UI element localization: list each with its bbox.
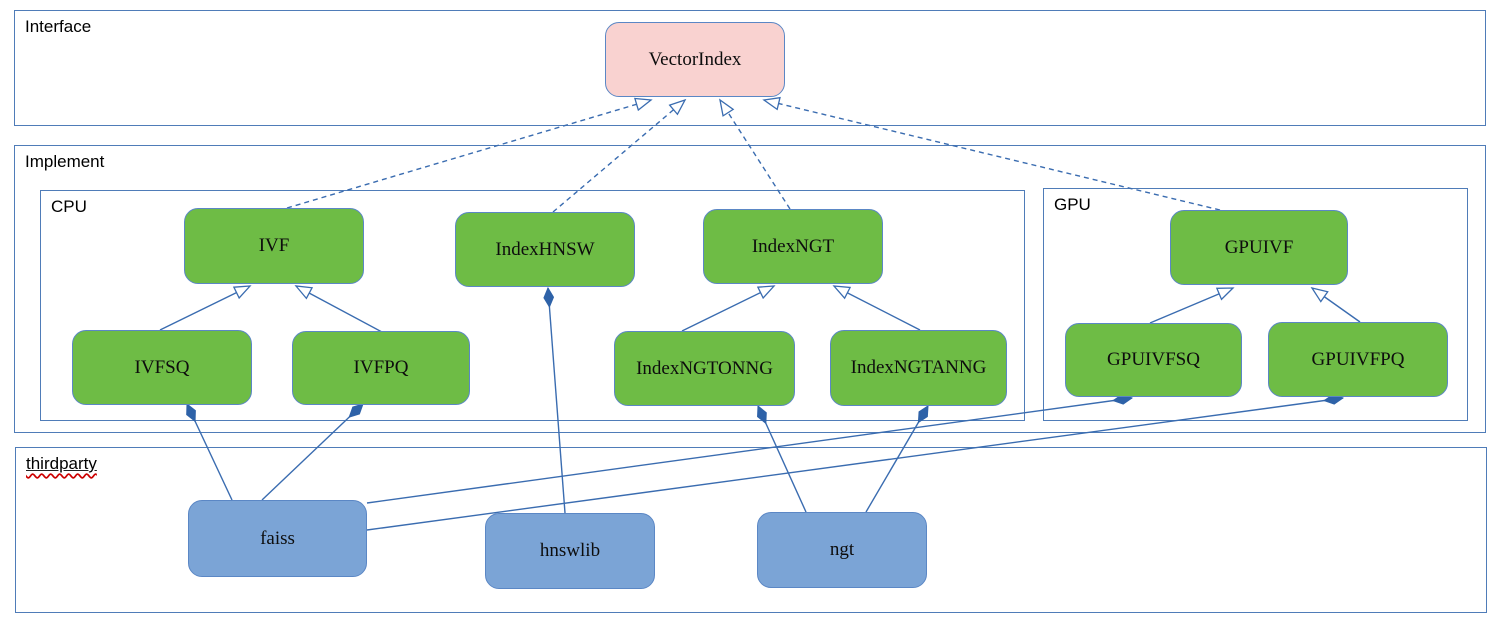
container-implement-label: Implement	[25, 152, 105, 171]
node-gpuivfsq[interactable]: GPUIVFSQ	[1065, 323, 1242, 397]
node-gpuivf-label: GPUIVF	[1224, 236, 1294, 258]
node-indexngt[interactable]: IndexNGT	[703, 209, 883, 284]
container-interface-label: Interface	[25, 17, 92, 36]
container-thirdparty-label: thirdparty	[26, 454, 97, 474]
node-ivfsq[interactable]: IVFSQ	[72, 330, 252, 405]
node-faiss[interactable]: faiss	[188, 500, 367, 577]
node-faiss-label: faiss	[260, 527, 295, 549]
node-indexngt-label: IndexNGT	[751, 235, 835, 257]
container-gpu-label: GPU	[1054, 195, 1091, 214]
node-gpuivfpq[interactable]: GPUIVFPQ	[1268, 322, 1448, 397]
node-ivf-label: IVF	[258, 235, 290, 256]
node-vectorindex-label: VectorIndex	[648, 48, 742, 70]
node-ivfpq-label: IVFPQ	[353, 357, 409, 378]
container-thirdparty-label-text: thirdparty	[26, 454, 97, 473]
container-cpu-label: CPU	[51, 197, 87, 216]
node-ivfpq[interactable]: IVFPQ	[292, 331, 470, 405]
node-indexhnsw-label: IndexHNSW	[495, 238, 595, 260]
node-ngt-label: ngt	[829, 539, 855, 560]
node-indexngtonng-label: IndexNGTONNG	[636, 357, 773, 379]
node-indexngtanng[interactable]: IndexNGTANNG	[830, 330, 1007, 406]
node-gpuivfpq-label: GPUIVFPQ	[1311, 348, 1405, 370]
node-indexngtanng-label: IndexNGTANNG	[850, 357, 987, 378]
node-gpuivf[interactable]: GPUIVF	[1170, 210, 1348, 285]
node-gpuivfsq-label: GPUIVFSQ	[1107, 349, 1200, 370]
node-ngt[interactable]: ngt	[757, 512, 927, 588]
node-ivf[interactable]: IVF	[184, 208, 364, 284]
node-ivfsq-label: IVFSQ	[134, 356, 190, 378]
node-hnswlib-label: hnswlib	[539, 540, 601, 561]
node-indexngtonng[interactable]: IndexNGTONNG	[614, 331, 795, 406]
node-indexhnsw[interactable]: IndexHNSW	[455, 212, 635, 287]
node-hnswlib[interactable]: hnswlib	[485, 513, 655, 589]
node-vectorindex[interactable]: VectorIndex	[605, 22, 785, 97]
